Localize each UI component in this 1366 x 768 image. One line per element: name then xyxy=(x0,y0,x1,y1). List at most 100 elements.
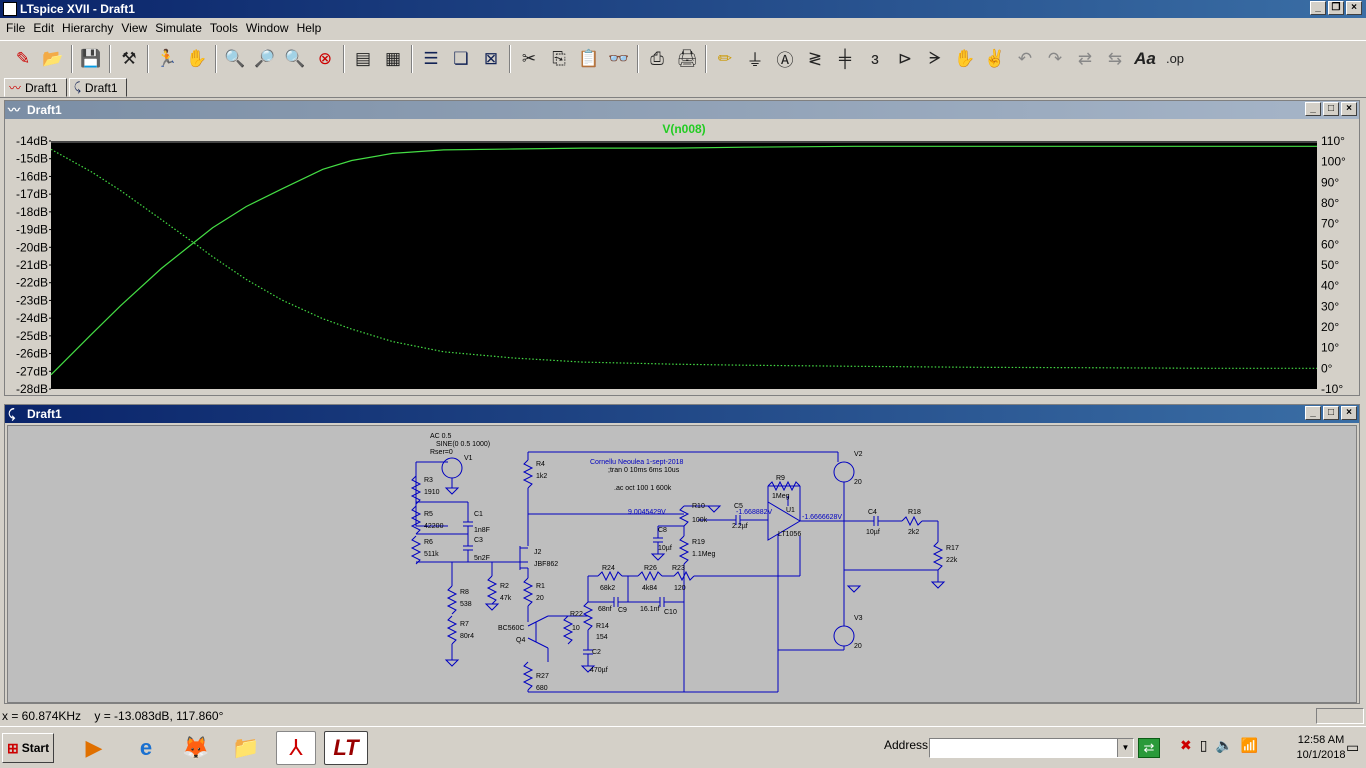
schematic-close-button[interactable]: × xyxy=(1341,406,1357,420)
series-line-v-n008- xyxy=(50,145,1317,376)
autorange-icon[interactable]: ▤ xyxy=(354,48,372,68)
internet-explorer-icon[interactable]: e xyxy=(139,735,153,760)
ground-icon[interactable]: ⏚ xyxy=(746,51,764,70)
drag-icon[interactable]: ✌ xyxy=(984,48,1006,68)
bode-plot[interactable]: V(n008)-14dB-15dB-16dB-17dB-18dB-19dB-20… xyxy=(5,119,1359,406)
wire-icon[interactable]: ✏ xyxy=(717,48,733,68)
find-icon[interactable]: 👓 xyxy=(608,48,630,68)
y-left-tick-label: -28dB xyxy=(16,382,48,393)
copy-icon[interactable]: ⎘ xyxy=(552,48,566,68)
label-ac: AC 0.5 xyxy=(430,433,452,440)
battery-icon[interactable]: ▯ xyxy=(1199,737,1208,753)
zoom-out-icon[interactable]: 🔍 xyxy=(284,48,306,68)
acrobat-icon[interactable]: ⅄ xyxy=(276,731,316,765)
menu-view[interactable]: View xyxy=(121,21,148,35)
volume-icon[interactable]: 🔈 xyxy=(1215,737,1233,753)
label-r26: R26 xyxy=(644,565,657,572)
plot-minimize-button[interactable]: _ xyxy=(1305,102,1321,116)
open-icon[interactable]: 📂 xyxy=(42,48,64,68)
schematic-drawing[interactable]: AC 0.5 SINE(0 0.5 1000) Rser=0 V1 R3 191… xyxy=(8,426,1356,702)
x-tick-label: 1KHz xyxy=(730,392,759,393)
zoom-fit-icon[interactable]: ⊗ xyxy=(317,48,333,68)
waveform-icon: 〰 xyxy=(8,103,21,117)
label-16nf: 16.1nf xyxy=(640,606,660,613)
spice-directive-icon[interactable]: .op xyxy=(1165,51,1185,66)
save-icon[interactable]: 💾 xyxy=(80,48,102,68)
resistor-icon[interactable]: ≷ xyxy=(807,48,823,68)
undo-icon[interactable]: ↶ xyxy=(1017,48,1033,68)
y-right-tick-label: 100° xyxy=(1321,155,1346,169)
menu-window[interactable]: Window xyxy=(245,21,289,35)
menu-tools[interactable]: Tools xyxy=(209,21,238,35)
label-20: 20 xyxy=(536,595,544,602)
zoom-pan-icon[interactable]: 🔎 xyxy=(254,48,276,68)
restore-button[interactable]: ❐ xyxy=(1328,1,1344,15)
menu-edit[interactable]: Edit xyxy=(33,21,55,35)
capacitor-icon[interactable]: ╪ xyxy=(838,48,852,68)
tab-schematic-draft1[interactable]: ⤹ Draft1 xyxy=(68,78,127,97)
paste-icon[interactable]: 📋 xyxy=(578,48,600,68)
new-schematic-icon[interactable]: ✎ xyxy=(15,48,31,68)
notification-icon[interactable]: ▭ xyxy=(1346,739,1360,755)
toolbar-separator xyxy=(215,44,217,73)
file-explorer-icon[interactable]: 📁 xyxy=(232,735,260,760)
start-button[interactable]: ⊞ Start xyxy=(2,733,54,763)
menu-help[interactable]: Help xyxy=(296,21,322,35)
schematic-canvas[interactable]: AC 0.5 SINE(0 0.5 1000) Rser=0 V1 R3 191… xyxy=(7,425,1357,703)
text-icon[interactable]: Aa xyxy=(1134,48,1156,68)
grid-icon[interactable]: ▦ xyxy=(384,48,402,68)
y-left-tick-label: -20dB xyxy=(16,240,48,254)
label-1meg: 1Meg xyxy=(772,493,790,500)
media-player-icon[interactable]: ▶ xyxy=(85,735,103,760)
address-go-button[interactable]: ⇄ xyxy=(1138,738,1160,758)
cascade-icon[interactable]: ❏ xyxy=(453,48,469,68)
control-panel-icon[interactable]: ⚒ xyxy=(121,48,137,68)
rotate-icon[interactable]: ⇄ xyxy=(1077,48,1093,68)
close-window-icon[interactable]: ⊠ xyxy=(483,48,499,68)
signal-icon[interactable]: 📶 xyxy=(1240,737,1259,753)
label-voltage-1: 9.0045429V xyxy=(628,509,666,516)
label-10: 10 xyxy=(572,625,580,632)
mirror-icon[interactable]: ⇆ xyxy=(1107,48,1123,68)
label-bc560c: BC560C xyxy=(498,625,524,632)
ltspice-taskbar-icon[interactable]: LT xyxy=(324,731,368,765)
run-icon[interactable]: 🏃 xyxy=(156,48,178,68)
halt-icon[interactable]: ✋ xyxy=(186,48,208,68)
close-button[interactable]: × xyxy=(1346,1,1362,15)
y-left-tick-label: -25dB xyxy=(16,329,48,343)
address-input[interactable]: ▼ xyxy=(929,738,1134,758)
tab-waveform-draft1[interactable]: 〰 Draft1 xyxy=(4,78,67,97)
diode-icon[interactable]: ⊳ xyxy=(897,48,913,68)
y-right-tick-label: 40° xyxy=(1321,279,1339,293)
label-icon[interactable]: Ⓐ xyxy=(776,51,794,70)
component-icon[interactable]: ᗒ xyxy=(928,48,942,68)
schematic-minimize-button[interactable]: _ xyxy=(1305,406,1321,420)
menu-file[interactable]: File xyxy=(6,21,26,35)
label-r7: R7 xyxy=(460,621,469,628)
plot-maximize-button[interactable]: □ xyxy=(1323,102,1339,116)
print-icon[interactable]: ⎙ xyxy=(650,48,664,68)
print-setup-icon[interactable]: 🖨 xyxy=(676,48,698,68)
zoom-in-icon[interactable]: 🔍 xyxy=(224,48,246,68)
firefox-icon[interactable]: 🦊 xyxy=(182,735,210,760)
tile-icon[interactable]: ☰ xyxy=(423,48,439,68)
schematic-maximize-button[interactable]: □ xyxy=(1323,406,1339,420)
menu-simulate[interactable]: Simulate xyxy=(155,21,202,35)
network-disconnected-icon[interactable]: ✖ xyxy=(1180,737,1192,753)
menu-hierarchy[interactable]: Hierarchy xyxy=(62,21,114,35)
app-title: LTspice XVII - Draft1 xyxy=(20,2,135,16)
clock-date: 10/1/2018 xyxy=(1296,749,1346,761)
label-r17: R17 xyxy=(946,545,959,552)
redo-icon[interactable]: ↷ xyxy=(1047,48,1063,68)
move-icon[interactable]: ✋ xyxy=(954,48,976,68)
minimize-button[interactable]: _ xyxy=(1310,1,1326,15)
y-left-tick-label: -19dB xyxy=(16,223,48,237)
plot-close-button[interactable]: × xyxy=(1341,102,1357,116)
address-dropdown-icon[interactable]: ▼ xyxy=(1117,739,1133,757)
label-u1: U1 xyxy=(786,507,795,514)
cut-icon[interactable]: ✂ xyxy=(521,48,537,68)
x-tick-label: 1Hz xyxy=(40,392,61,393)
inductor-icon[interactable]: ɜ xyxy=(871,48,879,68)
plot-area[interactable]: V(n008)-14dB-15dB-16dB-17dB-18dB-19dB-20… xyxy=(5,119,1359,406)
clock[interactable]: 12:58 AM 10/1/2018 xyxy=(1290,733,1352,763)
